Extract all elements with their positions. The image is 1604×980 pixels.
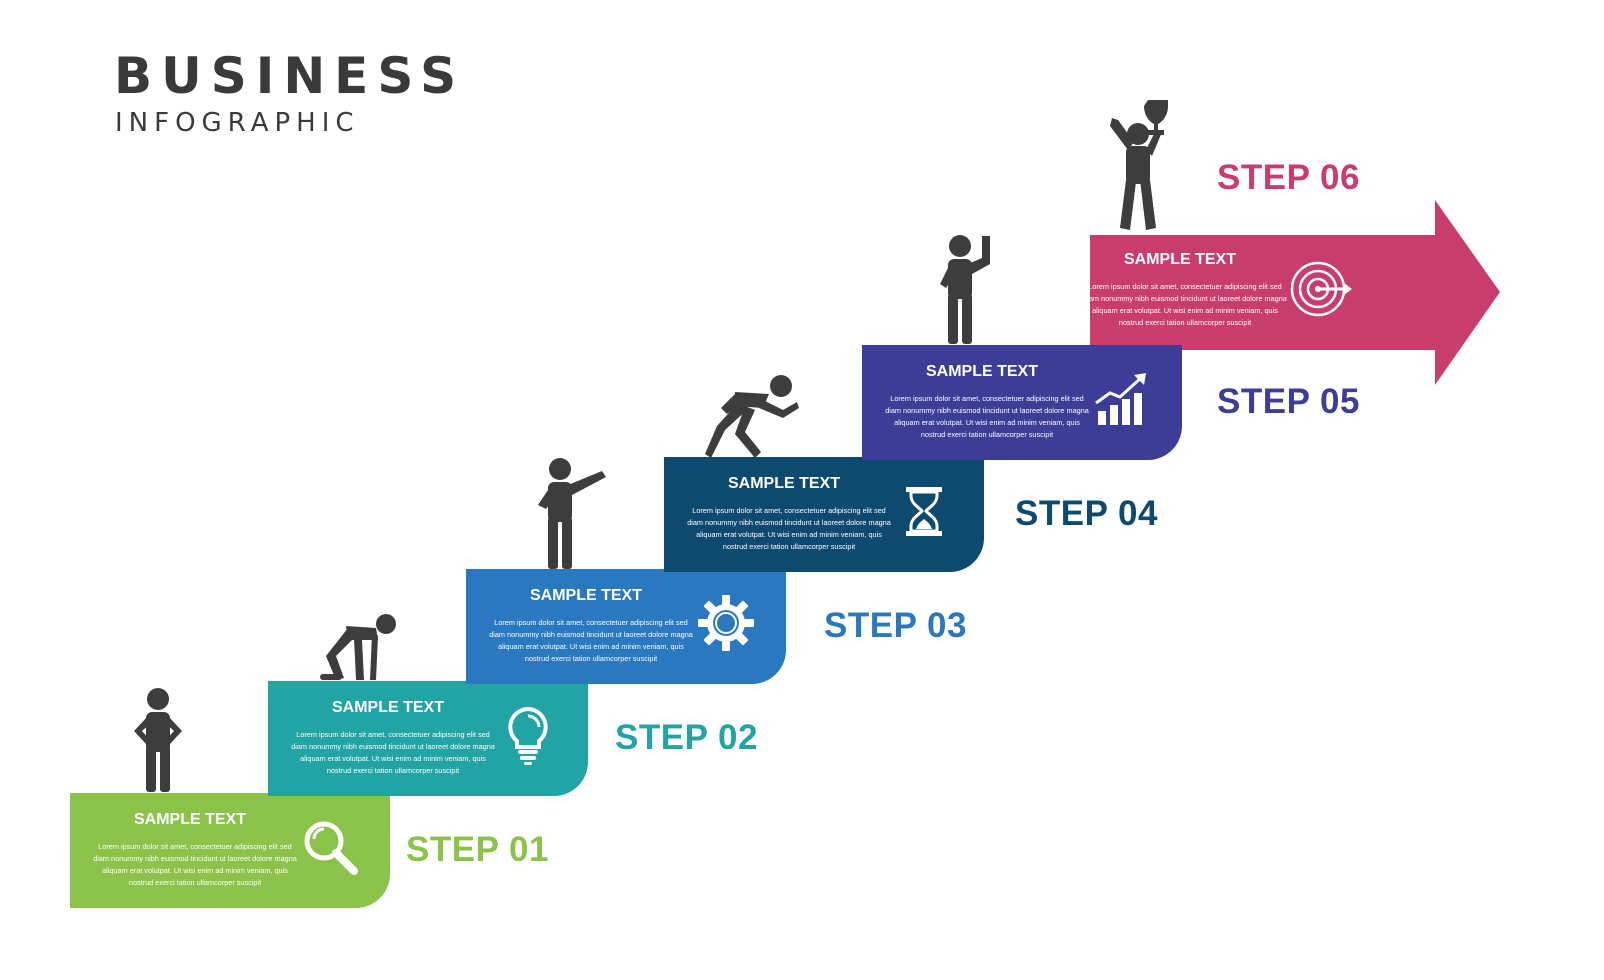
step-06-box: SAMPLE TEXT Lorem ipsum dolor sit amet, … [1060, 233, 1390, 348]
magnifier-icon [304, 821, 358, 875]
figure-running [705, 375, 799, 458]
step-04-box: SAMPLE TEXT Lorem ipsum dolor sit amet, … [664, 457, 984, 572]
step-01-box: SAMPLE TEXT Lorem ipsum dolor sit amet, … [70, 793, 390, 908]
step-01-label: STEP 01 [406, 830, 549, 869]
lightbulb-icon [508, 706, 548, 765]
page-subtitle: INFOGRAPHIC [115, 108, 360, 138]
step-01-title: SAMPLE TEXT [133, 811, 246, 828]
step-06-label: STEP 06 [1217, 158, 1360, 197]
step-02-body: Lorem ipsum dolor sit amet, consectetuer… [291, 730, 495, 775]
step-03-body: Lorem ipsum dolor sit amet, consectetuer… [489, 618, 693, 663]
page-title: BUSINESS [114, 47, 466, 105]
hourglass-icon [906, 487, 942, 536]
step-03-label: STEP 03 [824, 606, 967, 645]
step-05-body: Lorem ipsum dolor sit amet, consectetuer… [885, 394, 1089, 439]
growth-chart-icon [1095, 373, 1146, 425]
figure-starting-crouch [320, 614, 396, 680]
step-02-label: STEP 02 [615, 718, 758, 757]
step-04-body: Lorem ipsum dolor sit amet, consectetuer… [687, 506, 891, 551]
step-05-title: SAMPLE TEXT [925, 363, 1038, 380]
arrow-shape [1090, 200, 1500, 385]
step-03-title: SAMPLE TEXT [529, 587, 642, 604]
figure-waving [940, 235, 990, 344]
gear-icon [698, 595, 754, 651]
step-02-title: SAMPLE TEXT [331, 699, 444, 716]
step-04-label: STEP 04 [1015, 494, 1158, 533]
figure-holding-trophy [1110, 100, 1168, 230]
step-01-body: Lorem ipsum dolor sit amet, consectetuer… [93, 842, 297, 887]
target-icon [1290, 261, 1352, 317]
figure-standing-hands-on-hips [134, 688, 182, 792]
step-05-label: STEP 05 [1217, 382, 1360, 421]
step-06-body: Lorem ipsum dolor sit amet, consectetuer… [1083, 282, 1287, 327]
step-06-title: SAMPLE TEXT [1123, 251, 1236, 268]
step-04-title: SAMPLE TEXT [727, 475, 840, 492]
step-02-box: SAMPLE TEXT Lorem ipsum dolor sit amet, … [268, 681, 588, 796]
step-03-box: SAMPLE TEXT Lorem ipsum dolor sit amet, … [466, 569, 786, 684]
step-05-box: SAMPLE TEXT Lorem ipsum dolor sit amet, … [862, 345, 1182, 460]
figure-pointing [538, 458, 606, 569]
